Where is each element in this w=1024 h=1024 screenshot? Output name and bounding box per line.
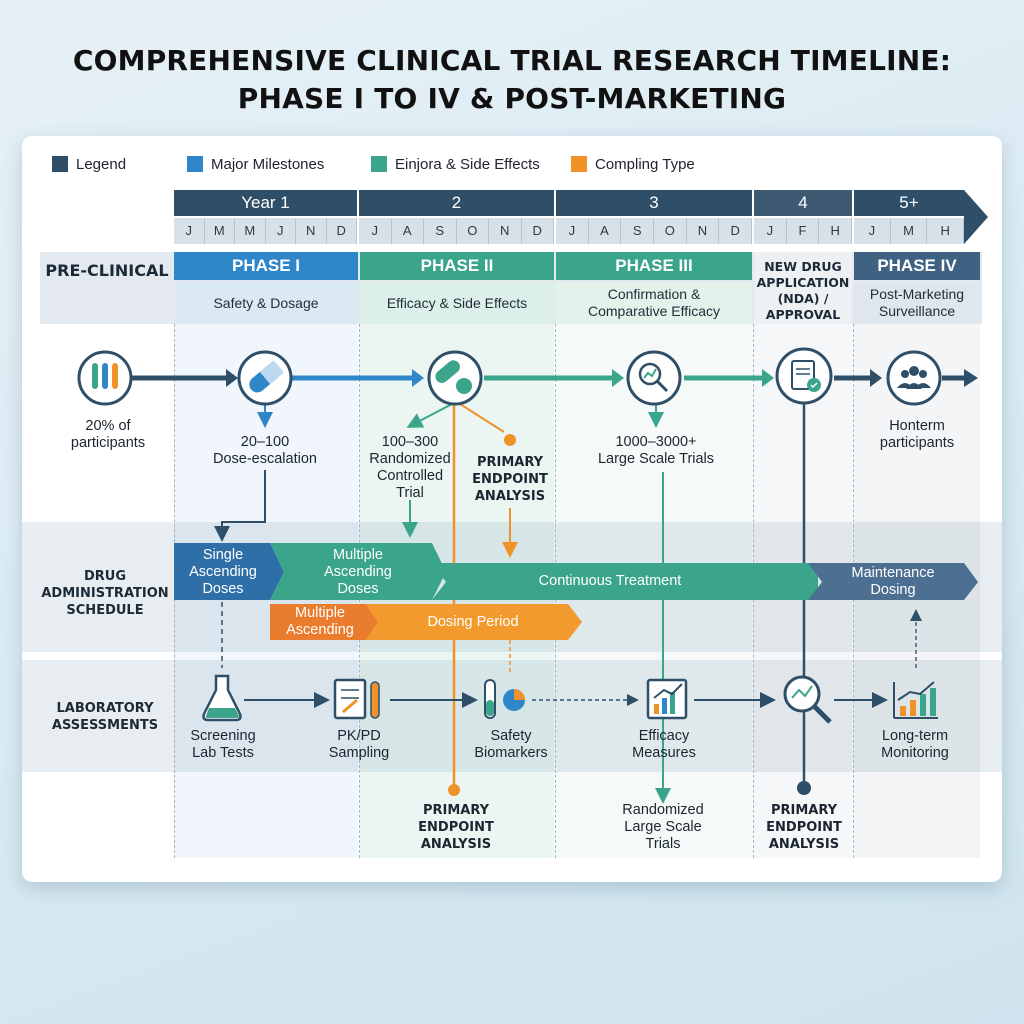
nda-box bbox=[754, 252, 852, 324]
month-cell: A bbox=[588, 218, 622, 244]
year-3: 3 bbox=[556, 190, 752, 216]
row-label-drug-admin: DRUG ADMINISTRATION SCHEDULE bbox=[41, 569, 169, 618]
year-2: 2 bbox=[359, 190, 554, 216]
chevron-maintenance bbox=[808, 563, 978, 600]
month-cell: J bbox=[265, 218, 296, 244]
clipboard-tube-icon bbox=[333, 678, 380, 720]
legend-major-milestones: Major Milestones bbox=[187, 156, 324, 174]
test-tubes-icon bbox=[77, 350, 133, 406]
month-cell: M bbox=[235, 218, 266, 244]
legend-swatch-green bbox=[371, 156, 387, 172]
magnifier-trend-icon bbox=[783, 675, 832, 724]
month-cell: H bbox=[927, 218, 964, 244]
title-line-1: COMPREHENSIVE CLINICAL TRIAL RESEARCH TI… bbox=[72, 44, 952, 77]
month-cell: N bbox=[489, 218, 522, 244]
phase1-subtitle: Safety & Dosage bbox=[174, 282, 358, 324]
milestone-flow-arrows bbox=[130, 369, 978, 387]
lab-band bbox=[22, 660, 1002, 772]
magnifier-chart-icon bbox=[626, 350, 682, 406]
phase2-header: PHASE II bbox=[360, 252, 554, 280]
flask-icon bbox=[202, 674, 242, 722]
row-label-lab: LABORATORY ASSESSMENTS bbox=[51, 701, 159, 733]
chevron-dosing-period bbox=[366, 604, 582, 640]
month-cell: M bbox=[890, 218, 928, 244]
legend-effects: Einjora & Side Effects bbox=[371, 156, 540, 174]
month-cell: J bbox=[754, 218, 787, 244]
row-label-preclinical: PRE-CLINICAL bbox=[45, 261, 169, 280]
month-cell: D bbox=[521, 218, 554, 244]
legend-compling-type: Compling Type bbox=[571, 156, 695, 174]
legend-swatch-navy bbox=[52, 156, 68, 172]
pills-icon bbox=[427, 350, 483, 406]
month-cell: H bbox=[819, 218, 852, 244]
title-line-2: PHASE I TO IV & POST-MARKETING bbox=[237, 82, 787, 115]
phase4-header: PHASE IV bbox=[854, 252, 980, 280]
month-cell: N bbox=[686, 218, 720, 244]
capsule-icon bbox=[237, 350, 293, 406]
year-5: 5+ bbox=[854, 190, 964, 216]
month-cell: O bbox=[456, 218, 489, 244]
legend-title: Legend bbox=[52, 156, 126, 174]
phase3-subtitle: Confirmation &Comparative Efficacy bbox=[556, 282, 752, 324]
year-4: 4 bbox=[754, 190, 852, 216]
month-cell: D bbox=[326, 218, 357, 244]
legend-swatch-orange bbox=[571, 156, 587, 172]
chevron-continuous bbox=[432, 563, 818, 600]
month-cell: S bbox=[424, 218, 457, 244]
month-cell: A bbox=[391, 218, 424, 244]
month-cell: J bbox=[854, 218, 891, 244]
bar-chart-icon bbox=[646, 678, 688, 720]
label-continuous: Continuous Treatment bbox=[538, 572, 682, 589]
nda-label: NEW DRUG APPLICATION (NDA) / APPROVAL bbox=[756, 259, 850, 322]
clipboard-check-icon bbox=[775, 347, 833, 405]
page-title: COMPREHENSIVE CLINICAL TRIAL RESEARCH TI… bbox=[0, 42, 1024, 118]
phase2-subtitle: Efficacy & Side Effects bbox=[360, 282, 554, 324]
month-cell: F bbox=[786, 218, 820, 244]
phase1-header: PHASE I bbox=[174, 252, 358, 280]
tube-pill-icon bbox=[484, 679, 525, 719]
people-group-icon bbox=[886, 350, 942, 406]
growth-chart-icon bbox=[893, 681, 938, 719]
month-cell: S bbox=[621, 218, 654, 244]
legend-swatch-blue bbox=[187, 156, 203, 172]
month-cell: D bbox=[719, 218, 752, 244]
year-1: Year 1 bbox=[174, 190, 357, 216]
month-cell: M bbox=[204, 218, 235, 244]
phase3-header: PHASE III bbox=[556, 252, 752, 280]
milestone-phase3: 1000–3000+Large Scale Trials bbox=[597, 434, 715, 467]
month-cell: J bbox=[174, 218, 205, 244]
month-cell: O bbox=[654, 218, 687, 244]
month-cell: N bbox=[296, 218, 327, 244]
chevron-multiple-ascending bbox=[270, 543, 446, 600]
label-dosing-period: Dosing Period bbox=[427, 613, 519, 630]
chevron-multiple-ascending-2 bbox=[270, 604, 378, 640]
month-cell: J bbox=[556, 218, 589, 244]
month-cell: J bbox=[359, 218, 392, 244]
chevron-single-ascending bbox=[174, 543, 284, 600]
